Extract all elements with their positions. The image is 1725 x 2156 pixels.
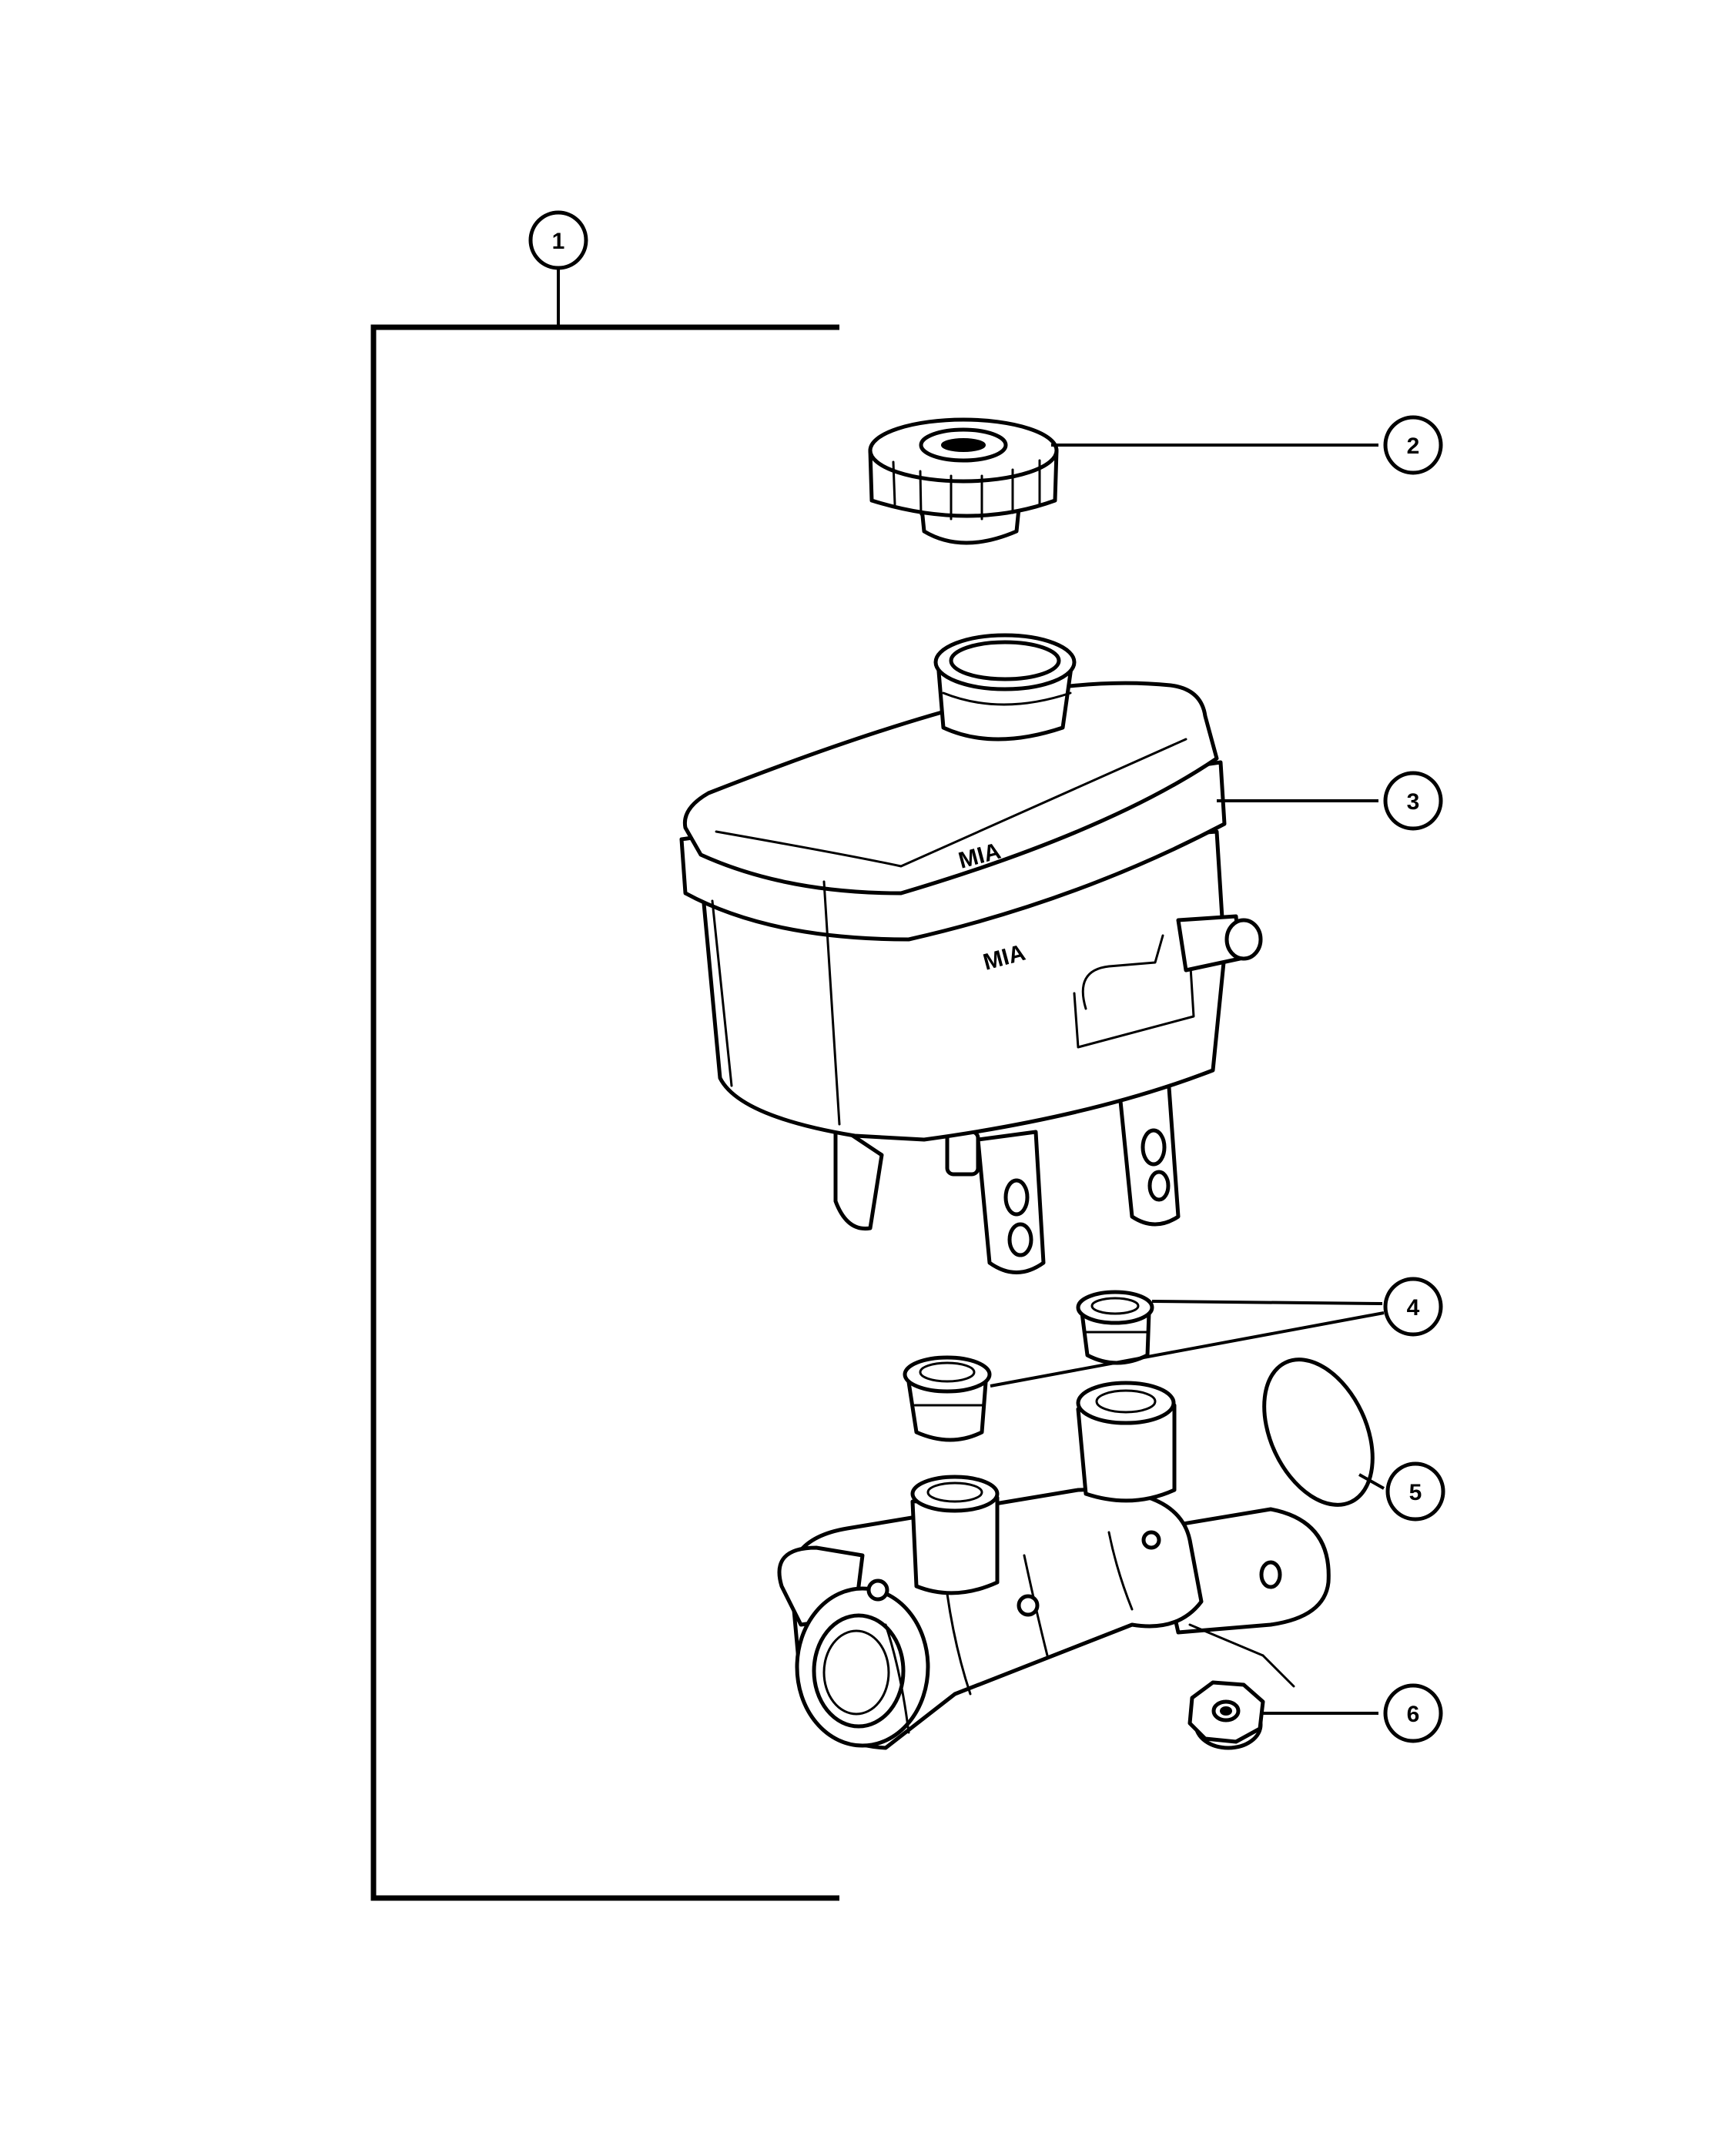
leader-4b bbox=[990, 1311, 1385, 1388]
callout-3: 3 bbox=[1383, 771, 1443, 831]
leader-4a bbox=[1151, 1300, 1383, 1305]
grommet-front bbox=[903, 1355, 992, 1442]
flange-nut bbox=[1187, 1680, 1265, 1750]
callout-label-1: 1 bbox=[552, 229, 565, 254]
callout-2: 2 bbox=[1383, 415, 1443, 475]
callout-label-6: 6 bbox=[1407, 1702, 1420, 1727]
callout-5: 5 bbox=[1385, 1461, 1445, 1522]
callout-label-5: 5 bbox=[1409, 1480, 1422, 1505]
callout-label-4: 4 bbox=[1407, 1295, 1420, 1321]
callout-1: 1 bbox=[528, 210, 588, 270]
reservoir: MIA MIA bbox=[679, 633, 1263, 1274]
callout-label-2: 2 bbox=[1407, 434, 1420, 459]
grommet-rear bbox=[1076, 1290, 1154, 1365]
callout-6: 6 bbox=[1383, 1683, 1443, 1743]
assembly-bracket bbox=[370, 266, 839, 1901]
callout-4: 4 bbox=[1383, 1277, 1443, 1337]
leader-5 bbox=[1358, 1473, 1385, 1490]
leader-lines bbox=[990, 444, 1385, 1715]
callout-label-3: 3 bbox=[1407, 789, 1420, 815]
o-ring bbox=[1262, 1358, 1375, 1507]
reservoir-cap bbox=[868, 417, 1059, 545]
master-cylinder-body bbox=[777, 1381, 1331, 1750]
